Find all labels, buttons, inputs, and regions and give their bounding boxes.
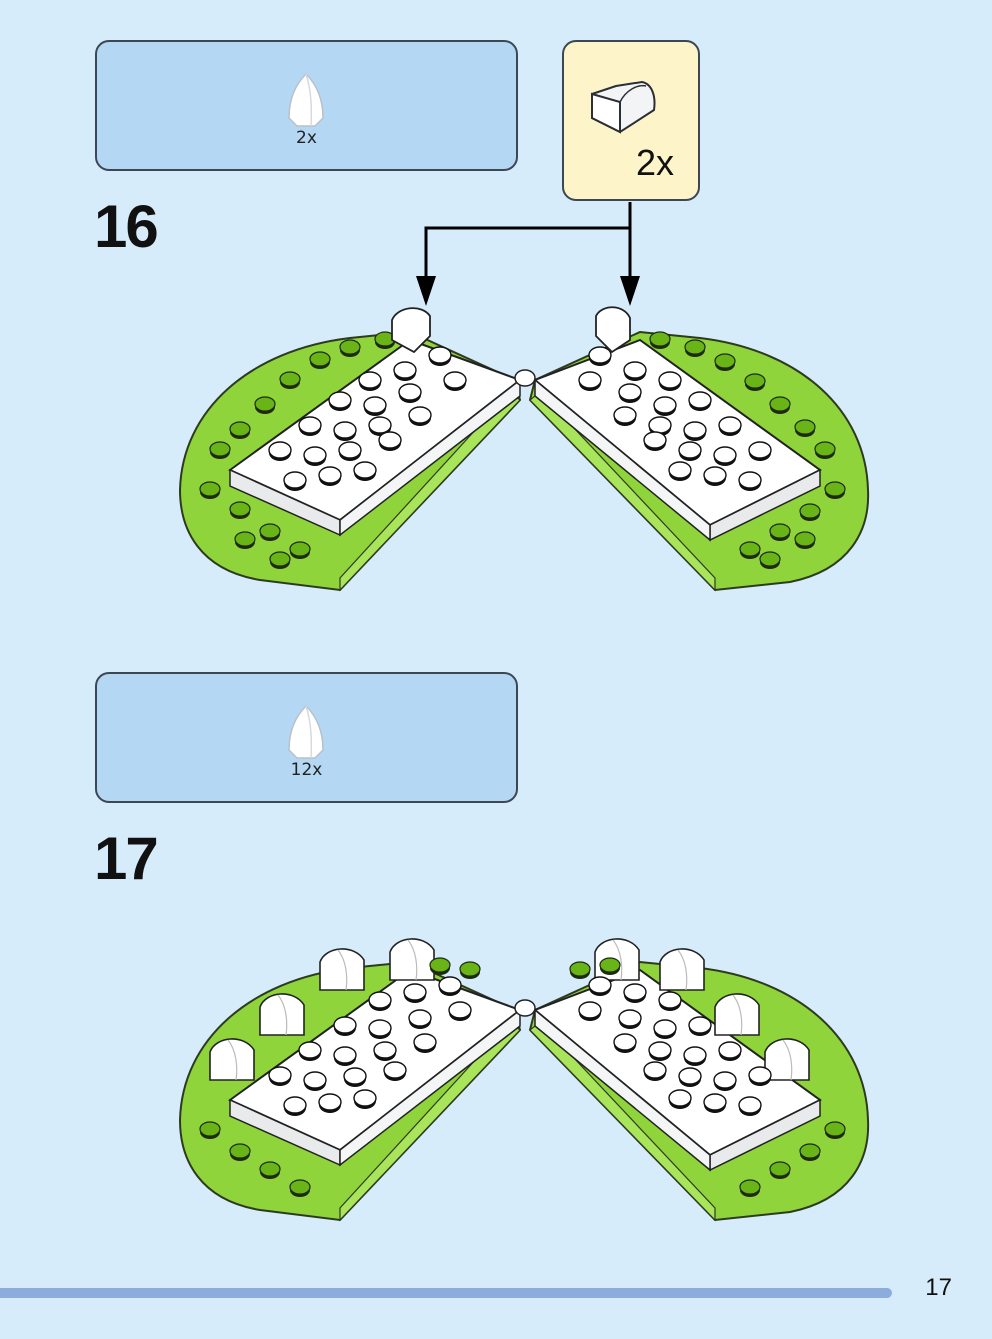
- step-number: 16: [94, 193, 159, 260]
- curved-brick-piece-icon: [591, 80, 656, 134]
- parts-list-step-16: 2x: [95, 40, 518, 171]
- callout-box: 2x: [562, 40, 700, 201]
- page-number: 17: [925, 1274, 952, 1301]
- parts-list-step-17: 12x: [95, 672, 518, 803]
- callout-quantity: 2x: [635, 142, 674, 183]
- step-17-model-illustration: [178, 938, 870, 1222]
- step-16-model-illustration: [178, 306, 870, 592]
- parts-quantity: 2x: [296, 128, 317, 148]
- parts-quantity: 12x: [290, 760, 323, 780]
- footer-bar: [0, 1288, 892, 1298]
- placement-arrows: [416, 202, 640, 306]
- curved-slope-piece-icon: [288, 704, 324, 759]
- step-number: 17: [94, 825, 159, 892]
- curved-slope-piece-icon: [288, 72, 324, 127]
